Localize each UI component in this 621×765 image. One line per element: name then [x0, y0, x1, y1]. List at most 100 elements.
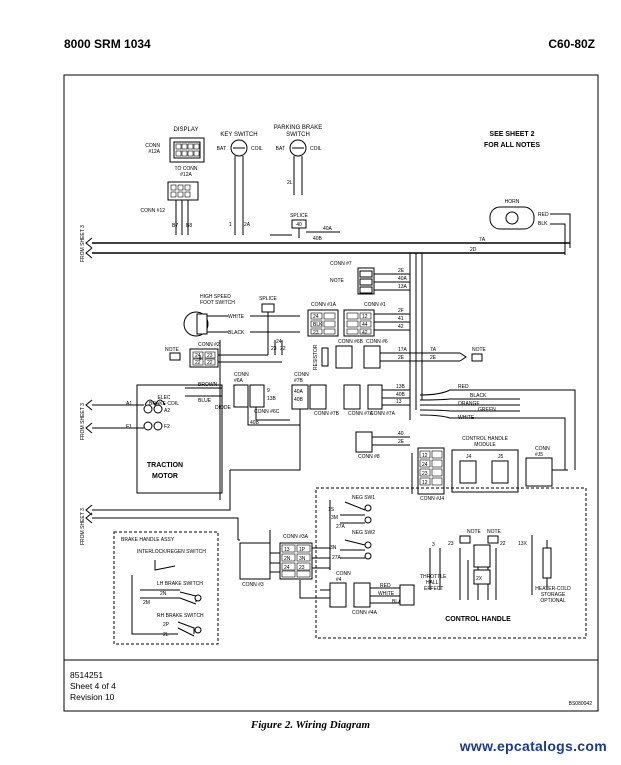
svg-text:13B: 13B: [396, 384, 406, 390]
wire-label-2d: 2D: [470, 247, 477, 253]
conn-j5-box: [525, 457, 553, 487]
trunk-wires: [409, 253, 423, 420]
display-title: DISPLAY: [174, 127, 199, 133]
header-left: 8000 SRM 1034: [64, 37, 151, 51]
resistor-label: RESISTOR: [313, 344, 319, 370]
conn-7-label: CONN #7: [330, 261, 352, 267]
conn-3-label: CONN #3: [242, 582, 264, 588]
svg-text:27A: 27A: [332, 555, 342, 561]
from-sheet-3-bottom: FROM SHEET 3: [80, 508, 86, 545]
conn-j5-label-2: #J5: [535, 452, 543, 458]
hs-wire-white: WHITE: [228, 314, 245, 320]
svg-text:1P: 1P: [299, 547, 306, 553]
display-wires: [175, 200, 189, 235]
svg-text:42: 42: [362, 330, 368, 336]
throttle-symbol: [399, 584, 415, 606]
from-sheet-3-top: FROM SHEET 3: [80, 225, 86, 262]
parking-bat-label: BAT: [276, 146, 285, 152]
svg-text:13: 13: [396, 399, 402, 405]
conn-7b-label-2: #7B: [294, 378, 304, 384]
conn-7b-label-1: CONN: [294, 372, 309, 378]
svg-text:A2: A2: [164, 408, 170, 414]
svg-text:9: 9: [267, 388, 270, 394]
parking-brake-title-2: SWITCH: [286, 132, 310, 138]
svg-text:12: 12: [422, 453, 428, 459]
throttle-label-1: THROTTLE: [420, 574, 447, 580]
diode-label: DIODE: [215, 405, 232, 411]
chm-j5: J5: [498, 454, 504, 460]
splice-mid-box: [261, 303, 275, 313]
svg-text:40B: 40B: [396, 392, 406, 398]
traction-motor-label-1: TRACTION: [147, 462, 183, 469]
display-to-conn-2: #12A: [180, 172, 192, 178]
svg-text:2F: 2F: [398, 308, 404, 314]
brake-coil-label-1: ELEC: [157, 395, 170, 401]
svg-text:13B: 13B: [267, 396, 277, 402]
svg-text:23: 23: [299, 565, 305, 571]
svg-text:24: 24: [422, 462, 428, 468]
splice-top-group: SPLICE 40 40A 40B: [270, 213, 340, 242]
svg-text:2L: 2L: [163, 632, 169, 638]
figure-caption: Figure 2. Wiring Diagram: [250, 719, 371, 731]
conn-6b-label: CONN #6B: [338, 339, 364, 345]
drawing-number: 8514251: [70, 670, 104, 680]
svg-text:23: 23: [448, 541, 454, 547]
header-right: C60-80Z: [548, 37, 595, 51]
parking-brake-title-1: PARKING BRAKE: [274, 125, 323, 131]
conn-3-box: [239, 542, 271, 580]
wire-label-2a: 2A: [244, 222, 251, 228]
chm-j4: J4: [466, 454, 472, 460]
svg-text:44: 44: [362, 322, 368, 328]
conn-6c-label: CONN #6C: [254, 409, 280, 415]
neg-sw2-label: NEG SW2: [352, 530, 375, 536]
svg-text:12: 12: [362, 314, 368, 320]
conn-7-note: NOTE: [330, 278, 345, 284]
conn-4a-label: CONN #4A: [352, 610, 378, 616]
control-handle-box: [315, 487, 587, 639]
sheet-number: Sheet 4 of 4: [70, 681, 116, 691]
conn-7a-label: CONN #7A: [348, 411, 374, 417]
svg-text:7A: 7A: [430, 347, 437, 353]
conn-6-box: [363, 345, 381, 369]
svg-text:22: 22: [280, 346, 286, 352]
horn-label: HORN: [505, 199, 520, 205]
svg-text:RED: RED: [380, 583, 391, 589]
harness-green: GREEN: [478, 407, 496, 413]
conn-j5-label-1: CONN: [535, 446, 550, 452]
svg-text:13X: 13X: [518, 541, 528, 547]
display-pins: [175, 143, 200, 157]
display-to-conn-1: TO CONN: [175, 166, 198, 172]
svg-text:2P: 2P: [163, 622, 170, 628]
harness-red: RED: [458, 384, 469, 390]
throttle-label-2: HALL: [426, 580, 439, 586]
conn-12-box: [167, 181, 199, 201]
interlock-label: INTERLOCK/REGEN SWITCH: [137, 549, 206, 555]
wire-label-b8: B8: [186, 223, 192, 229]
conn-7bb-label: CONN #7B: [314, 411, 340, 417]
svg-text:42: 42: [398, 324, 404, 330]
traction-group: ELEC BRAKE COIL A1 A2 F1 F2 TRACTION MOT…: [92, 382, 232, 494]
chm-label-1: CONTROL HANDLE: [462, 436, 509, 442]
parking-coil-label: COIL: [310, 146, 322, 152]
heater-label-2: STORAGE: [541, 592, 566, 598]
svg-text:2M: 2M: [143, 600, 150, 606]
diagram-border: [63, 74, 599, 712]
svg-text:WHITE: WHITE: [378, 591, 395, 597]
svg-text:23: 23: [271, 346, 277, 352]
conn-4-label-1: CONN: [336, 571, 351, 577]
heater-label-1: HEATER-COLD: [535, 586, 571, 592]
wire-label-2l: 2L: [287, 180, 293, 186]
conn-12-label: CONN #12: [141, 208, 166, 214]
conn-6a-label-1: CONN: [234, 372, 249, 378]
svg-text:27A: 27A: [336, 524, 346, 530]
heater-label-3: OPTIONAL: [540, 598, 566, 604]
heater-symbol: [542, 547, 552, 579]
svg-text:3N: 3N: [299, 556, 306, 562]
harness-black: BLACK: [470, 393, 487, 399]
horn-group: HORN RED BLK: [489, 199, 571, 255]
svg-text:F2: F2: [164, 424, 170, 430]
